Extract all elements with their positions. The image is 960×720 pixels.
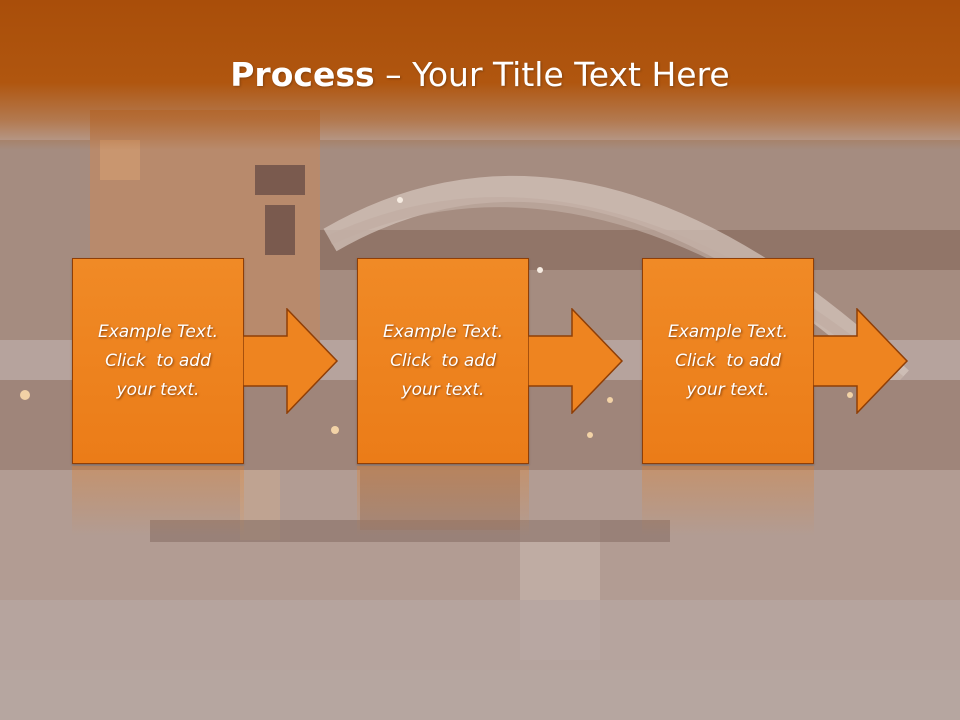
title-bar xyxy=(0,0,960,150)
step-1-line-3: your text. xyxy=(116,379,200,400)
step-2-line-3: your text. xyxy=(401,379,485,400)
step-text-2[interactable]: Example Text. Click to add your text. xyxy=(358,259,528,463)
process-step-box-3[interactable]: Example Text. Click to add your text. xyxy=(642,258,814,464)
step-2-line-2: Click to add xyxy=(390,350,496,371)
step-1-line-1: Example Text. xyxy=(97,321,219,342)
step-3-line-3: your text. xyxy=(686,379,770,400)
step-text-3[interactable]: Example Text. Click to add your text. xyxy=(643,259,813,463)
process-step-box-2[interactable]: Example Text. Click to add your text. xyxy=(357,258,529,464)
step-2-line-1: Example Text. xyxy=(382,321,504,342)
step-3-line-2: Click to add xyxy=(675,350,781,371)
step-3-line-1: Example Text. xyxy=(667,321,789,342)
right-arrow-icon[interactable] xyxy=(813,308,909,414)
slide-title[interactable]: Process – Your Title Text Here xyxy=(0,52,960,98)
step-text-1[interactable]: Example Text. Click to add your text. xyxy=(73,259,243,463)
title-bold-text: Process xyxy=(230,55,375,94)
right-arrow-icon[interactable] xyxy=(528,308,624,414)
step-1-line-2: Click to add xyxy=(105,350,211,371)
process-step-box-1[interactable]: Example Text. Click to add your text. xyxy=(72,258,244,464)
right-arrow-icon[interactable] xyxy=(243,308,339,414)
title-rest-text: – Your Title Text Here xyxy=(374,55,730,94)
